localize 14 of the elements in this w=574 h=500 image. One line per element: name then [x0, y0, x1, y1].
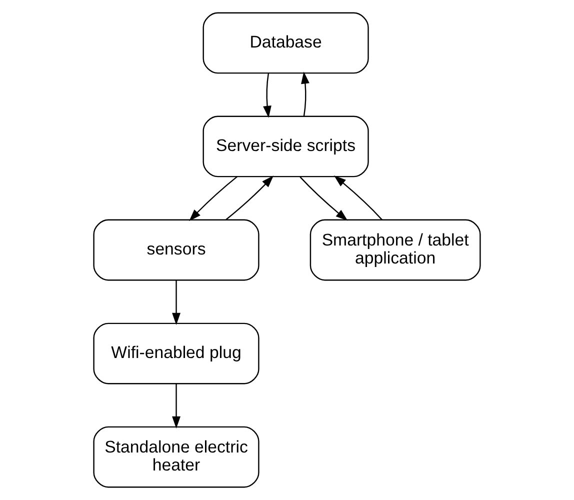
arrow: [226, 176, 274, 220]
node-box: Standalone electric heater: [93, 426, 260, 488]
arrow: [301, 72, 310, 116]
arrow: [172, 384, 180, 428]
arrow: [300, 176, 348, 221]
node-box: sensors: [93, 219, 260, 281]
arrow: [334, 176, 383, 220]
arrow: [263, 73, 272, 118]
arrow: [172, 280, 180, 325]
node-box: Database: [202, 12, 369, 74]
arrow: [189, 176, 238, 222]
node-box: Wifi-enabled plug: [93, 322, 260, 384]
node-box: Smartphone / tablet application: [310, 219, 481, 281]
node-box: Server-side scripts: [202, 116, 369, 178]
